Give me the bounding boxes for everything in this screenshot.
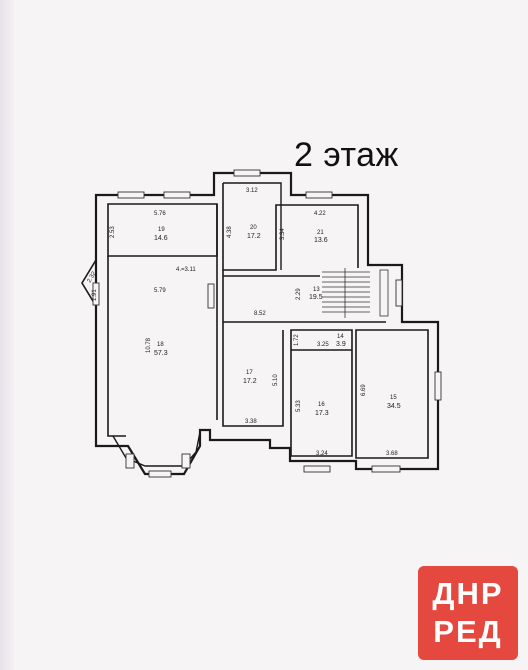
dim-room-19-width: 5.76 <box>154 211 166 217</box>
room-15-area: 34.5 <box>387 403 401 410</box>
room-14-number: 14 <box>337 334 344 340</box>
room-16-area: 17.3 <box>315 410 329 417</box>
plan-walls <box>81 171 440 476</box>
room-18-number: 18 <box>157 342 164 348</box>
room-21-area: 13.6 <box>314 237 328 244</box>
room-17-number: 17 <box>246 370 253 376</box>
room-15-number: 15 <box>390 395 397 401</box>
room-13-number: 13 <box>313 287 320 293</box>
logo-line-2: РЕД <box>433 614 503 649</box>
page-edge <box>0 0 14 670</box>
dim-room-18-depth: 10.78 <box>146 337 152 353</box>
room-17-area: 17.2 <box>243 378 257 385</box>
dim-room-13-depth: 2.29 <box>296 288 302 300</box>
dim-room-20-depth: 4.38 <box>227 226 233 238</box>
room-16-number: 16 <box>318 402 325 408</box>
dim-room-21-depth: 3.34 <box>280 228 286 240</box>
dim-room-15-width: 3.68 <box>386 451 398 457</box>
room-13-area: 19.5 <box>309 294 323 301</box>
room-14-area: 3.9 <box>336 341 346 348</box>
dim-bay-side: 2.32 <box>87 270 98 284</box>
dim-room-18-alcove: 4.=3.11 <box>176 267 196 273</box>
dim-room-16-depth: 5.33 <box>296 400 302 412</box>
dim-room-18-width: 5.79 <box>154 288 166 294</box>
dim-room-17-width: 3.38 <box>245 419 257 425</box>
room-20-area: 17.2 <box>247 233 261 240</box>
dim-room-14-width: 1.72 <box>294 334 300 346</box>
dim-room-20-width: 3.12 <box>246 188 258 194</box>
logo-line-1: ДНР <box>432 576 504 611</box>
room-21-number: 21 <box>317 230 324 236</box>
dim-room-19-depth: 2.53 <box>110 226 116 238</box>
dim-room-17-depth: 5.10 <box>273 374 279 386</box>
staircase <box>322 268 389 318</box>
windows <box>92 169 442 478</box>
dim-bay-front: 1.91 <box>92 289 98 301</box>
room-19-number: 19 <box>158 227 165 233</box>
room-18-area: 57.3 <box>154 350 168 357</box>
floor-title: 2 этаж <box>294 136 399 174</box>
room-20-number: 20 <box>250 225 257 231</box>
room-19-area: 14.6 <box>154 235 168 242</box>
dim-room-15-depth: 6.69 <box>361 384 367 396</box>
dnr-red-watermark-logo: ДНР РЕД <box>418 566 518 660</box>
dim-room-16-width: 3.24 <box>316 451 328 457</box>
dim-room-14-length: 3.25 <box>317 342 329 348</box>
dim-room-13-width: 8.52 <box>254 311 266 317</box>
dim-room-21-width: 4.22 <box>314 211 326 217</box>
